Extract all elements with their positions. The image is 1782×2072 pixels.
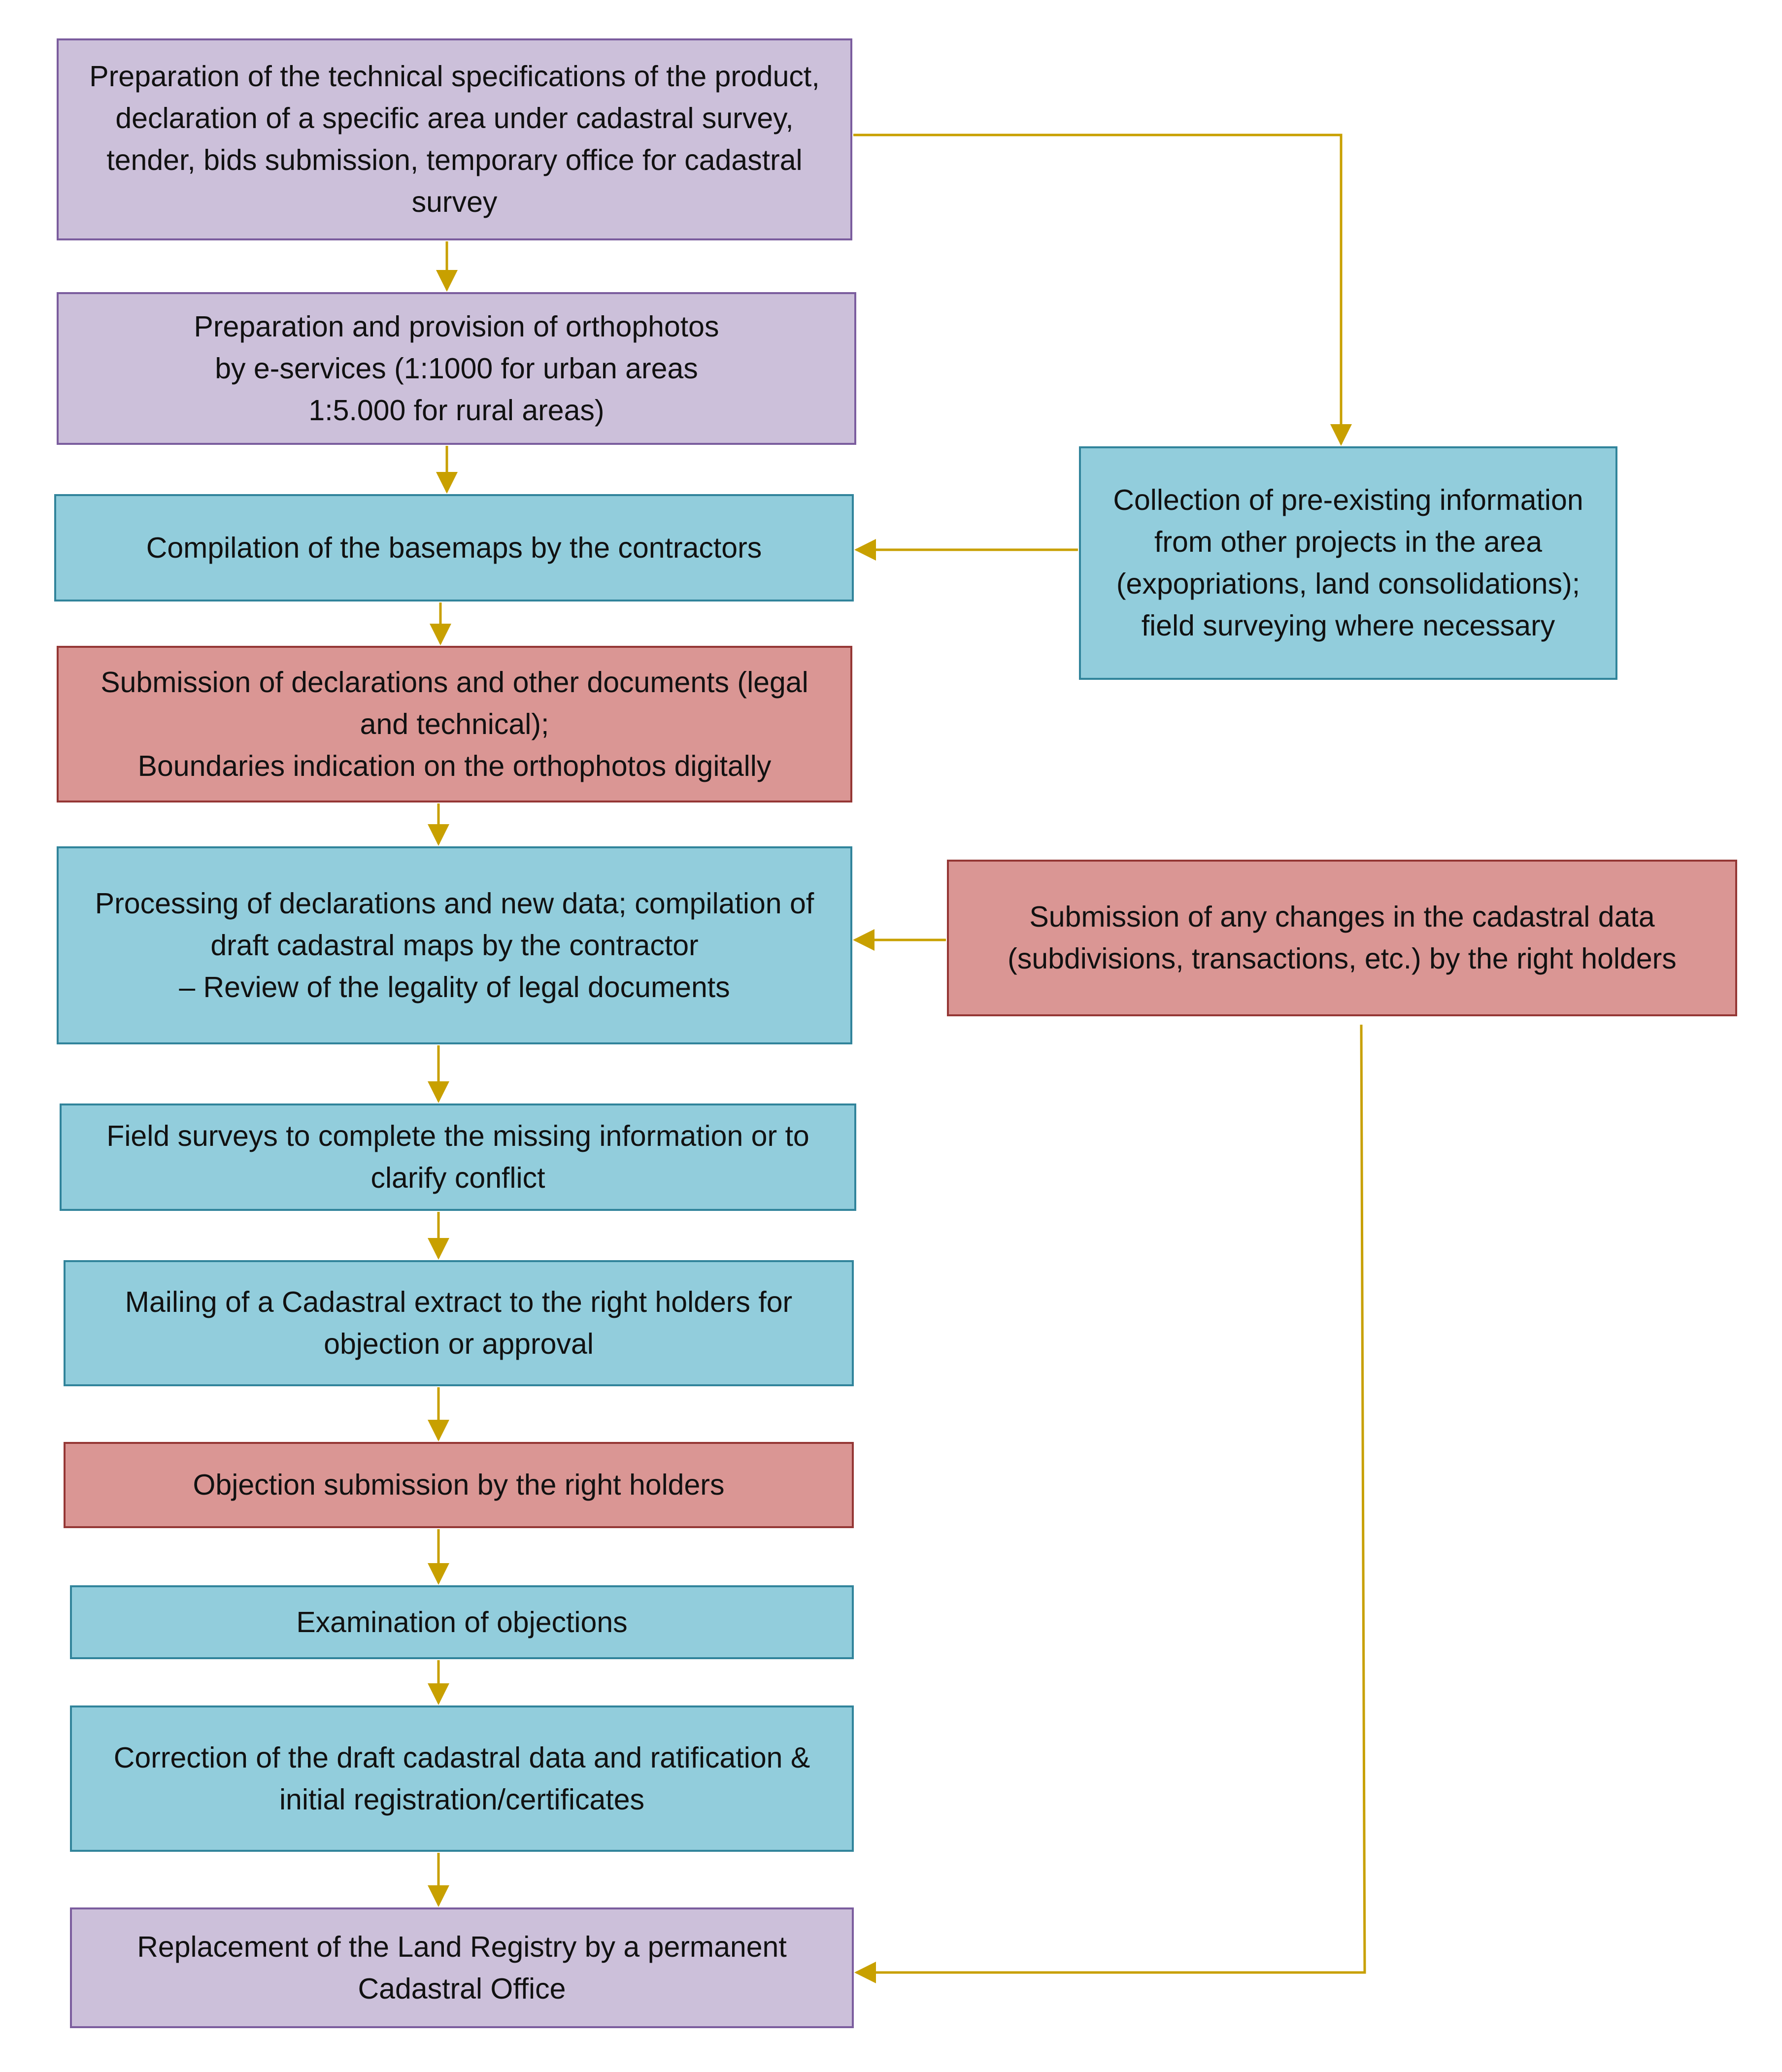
- box-examination-text: Examination of objections: [296, 1605, 628, 1638]
- box-replacement-text: Replacement of the Land Registry by a pe…: [137, 1930, 787, 2005]
- box-prep-specs: Preparation of the technical specificati…: [57, 38, 852, 240]
- box-examination: Examination of objections: [70, 1585, 854, 1659]
- box-basemaps: Compilation of the basemaps by the contr…: [54, 494, 854, 602]
- box-submission-declarations-text: Submission of declarations and other doc…: [101, 666, 808, 782]
- box-objection-submission-text: Objection submission by the right holder…: [193, 1469, 725, 1501]
- box-prep-specs-text: Preparation of the technical specificati…: [89, 60, 820, 218]
- box-correction-text: Correction of the draft cadastral data a…: [113, 1741, 810, 1816]
- box-correction: Correction of the draft cadastral data a…: [70, 1705, 854, 1852]
- box-field-surveys: Field surveys to complete the missing in…: [60, 1103, 856, 1211]
- box-processing-text: Processing of declarations and new data;…: [95, 887, 814, 1003]
- box-collection: Collection of pre-existing information f…: [1079, 446, 1617, 680]
- box-orthophotos-text: Preparation and provision of orthophotos…: [194, 310, 719, 427]
- box-submission-declarations: Submission of declarations and other doc…: [57, 646, 852, 802]
- box-changes-submission: Submission of any changes in the cadastr…: [947, 860, 1737, 1016]
- box-mailing: Mailing of a Cadastral extract to the ri…: [64, 1260, 854, 1386]
- box-processing: Processing of declarations and new data;…: [57, 846, 852, 1044]
- box-changes-submission-text: Submission of any changes in the cadastr…: [1008, 901, 1677, 975]
- box-replacement: Replacement of the Land Registry by a pe…: [70, 1907, 854, 2028]
- box-basemaps-text: Compilation of the basemaps by the contr…: [146, 531, 762, 564]
- box-mailing-text: Mailing of a Cadastral extract to the ri…: [125, 1286, 793, 1360]
- arrow-specs-to-collection: [853, 134, 1352, 446]
- box-field-surveys-text: Field surveys to complete the missing in…: [106, 1120, 809, 1194]
- box-collection-text: Collection of pre-existing information f…: [1113, 484, 1583, 642]
- box-orthophotos: Preparation and provision of orthophotos…: [57, 292, 856, 445]
- arrow-changes-to-replacement: [854, 1024, 1366, 1983]
- box-objection-submission: Objection submission by the right holder…: [64, 1442, 854, 1528]
